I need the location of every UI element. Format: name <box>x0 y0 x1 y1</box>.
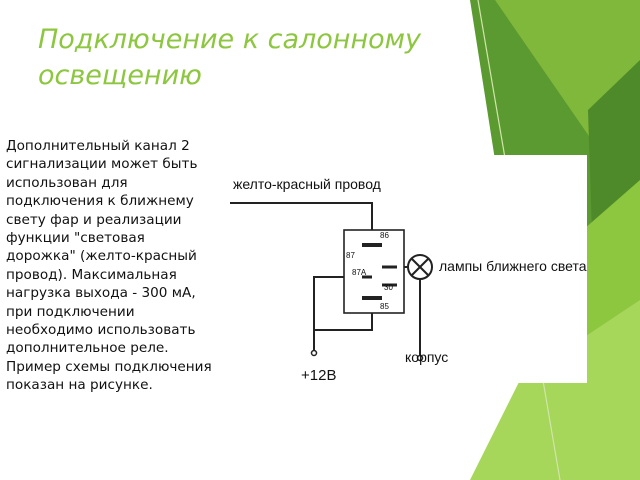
wiring-diagram: желто-красный провод лампы ближнего свет… <box>222 155 587 384</box>
label-wire: желто-красный провод <box>233 176 381 192</box>
terminal-ground <box>416 354 424 362</box>
pin-label-30: 30 <box>384 283 393 292</box>
wiring-diagram-drawing <box>230 202 433 362</box>
label-power: +12В <box>301 367 337 384</box>
relay-box <box>343 229 405 314</box>
slide-body-text: Дополнительный канал 2 сигнализации може… <box>6 138 212 394</box>
terminal-plus12 <box>310 349 318 357</box>
pin-label-86: 86 <box>380 231 389 240</box>
lamp-icon <box>407 254 433 280</box>
label-ground: корпус <box>405 349 449 365</box>
pin-label-87: 87 <box>346 251 355 260</box>
wire-coil-85 <box>314 313 373 331</box>
slide-title: Подключение к салонному освещению <box>38 24 421 91</box>
deco-bottom-shape <box>470 300 640 480</box>
wire-yellow-red <box>230 202 373 230</box>
label-lamp: лампы ближнего света <box>439 258 587 274</box>
wire-power <box>313 276 344 350</box>
pin-label-85: 85 <box>380 302 389 311</box>
pin-label-87a: 87А <box>352 268 367 277</box>
